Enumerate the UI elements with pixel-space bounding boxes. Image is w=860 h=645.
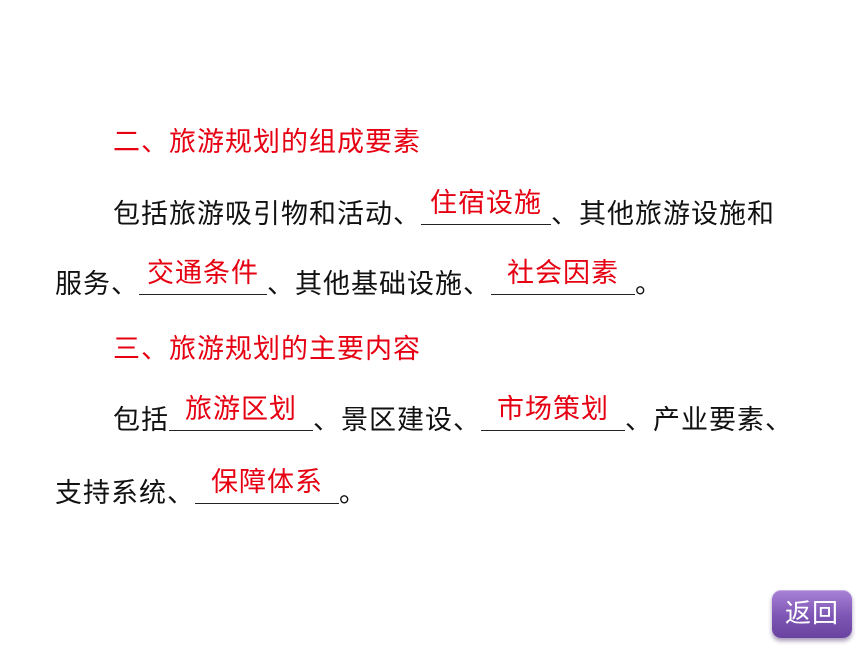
- text-fragment: 、产业要素、: [625, 405, 793, 436]
- text-fragment: 包括旅游吸引物和活动、: [113, 199, 421, 230]
- paragraph-line: 包括旅游吸引物和活动、住宿设施、其他旅游设施和: [113, 189, 775, 233]
- answer-text: 市场策划: [497, 394, 609, 425]
- answer-text: 交通条件: [147, 258, 259, 289]
- fill-blank: 保障体系: [195, 468, 339, 504]
- section-heading-contents: 三、旅游规划的主要内容: [113, 334, 421, 365]
- text-fragment: 包括: [113, 405, 169, 436]
- text-fragment: 、景区建设、: [313, 405, 481, 436]
- text-fragment: 支持系统、: [55, 478, 195, 509]
- text-fragment: 、其他基础设施、: [267, 269, 491, 300]
- answer-text: 社会因素: [507, 258, 619, 289]
- fill-blank: 交通条件: [139, 259, 267, 295]
- fill-blank: 市场策划: [481, 395, 625, 431]
- answer-text: 保障体系: [211, 467, 323, 498]
- paragraph-line: 包括旅游区划、景区建设、市场策划、产业要素、: [113, 395, 793, 439]
- fill-blank: 旅游区划: [169, 395, 313, 431]
- fill-blank: 住宿设施: [421, 189, 551, 225]
- text-fragment: 服务、: [55, 269, 139, 300]
- answer-text: 住宿设施: [430, 188, 542, 219]
- text-fragment: 。: [635, 269, 663, 300]
- back-button[interactable]: 返回: [772, 590, 852, 638]
- text-fragment: 、其他旅游设施和: [551, 199, 775, 230]
- text-fragment: 。: [339, 478, 367, 509]
- paragraph-line: 支持系统、保障体系。: [55, 468, 367, 512]
- section-heading-components: 二、旅游规划的组成要素: [113, 127, 421, 158]
- fill-blank: 社会因素: [491, 259, 635, 295]
- paragraph-line: 服务、交通条件、其他基础设施、社会因素。: [55, 259, 663, 303]
- answer-text: 旅游区划: [185, 394, 297, 425]
